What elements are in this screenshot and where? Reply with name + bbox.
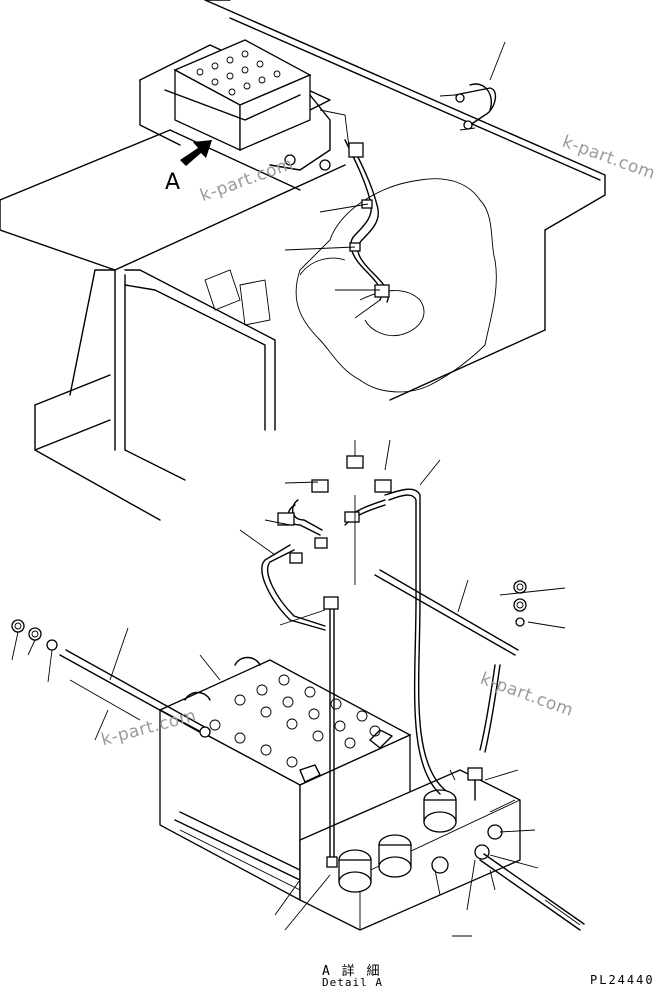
view-marker-label: A: [165, 170, 181, 195]
leader-lines-lower: [11, 439, 581, 937]
detail-title-en: Detail A: [322, 976, 383, 989]
machine-frame: [0, 0, 606, 521]
engine-block: [204, 178, 497, 393]
detail-title-jp: A 詳 細: [322, 964, 382, 979]
base-plate: [299, 767, 521, 931]
view-arrow: [180, 140, 212, 166]
clamp-upper-right: [439, 83, 497, 131]
battery-upper: [164, 39, 351, 171]
leader-lines-upper: [284, 41, 506, 319]
nut-washer-set: [11, 580, 527, 651]
clamps-lower: [277, 455, 392, 564]
battery-cables-lower: [59, 488, 585, 931]
battery-cable-upper: [344, 139, 390, 303]
part-number: PL24440: [590, 973, 655, 987]
